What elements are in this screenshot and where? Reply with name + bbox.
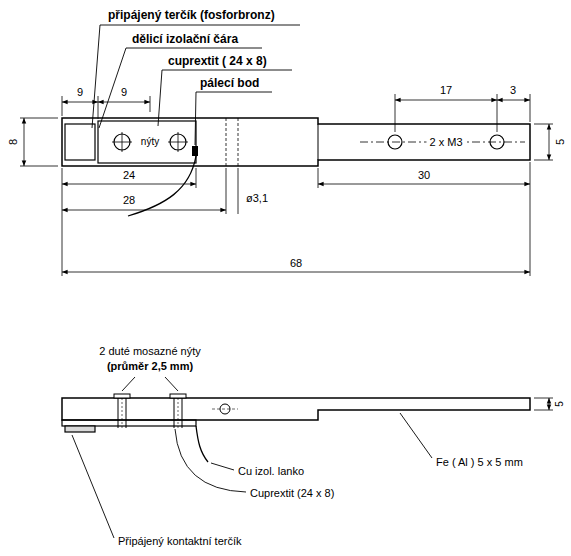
part-label: Fe ( Al ) 5 x 5 mm [436,456,523,469]
dimension-lines [24,118,25,166]
part-label: dělicí izolační čára [132,33,238,47]
dimension-lines [98,102,150,103]
side-view [549,398,550,410]
dimension-lines [318,184,530,185]
leader-lines [158,70,162,126]
side-view [534,410,553,411]
part-label: pálecí bod [200,77,259,91]
dimension-value: 9 [121,86,127,99]
leader-lines [195,92,196,145]
leader-lines [196,92,272,93]
dimension-lines [530,162,531,276]
leader-lines [100,25,300,26]
leader-lines [72,435,114,538]
side-view [196,426,208,462]
dimension-value: 9 [77,86,83,99]
leader-lines [92,25,100,128]
dimension-lines [62,102,98,103]
dimension-lines [62,210,226,211]
dimension-lines [20,118,58,119]
side-view [62,394,553,462]
dimension-value: 24 [123,169,135,182]
dimension-value: 28 [123,194,135,207]
top-view [62,118,530,166]
leader-lines [92,25,300,145]
part-label: Cuprextit (24 x 8) [250,487,334,500]
top-view [192,146,198,156]
part-label: připájený terčík (fosforbronz) [108,9,275,23]
dimension-lines [226,168,227,214]
dimension-lines [534,124,553,125]
dimension-lines [20,94,553,276]
side-view [118,398,119,428]
dimension-lines [150,96,151,112]
part-label: 2 duté mosazné nýty [99,345,201,358]
dimension-lines [62,184,196,185]
dimension-value: 3 [510,84,516,97]
side-view [65,426,95,432]
top-view [98,121,196,163]
dimension-value: 17 [440,84,452,97]
part-label: Připájený kontaktní terčík [118,535,242,548]
leader-lines [126,48,262,49]
dimension-lines [62,96,63,116]
leader-lines [400,413,432,458]
leader-lines [122,377,135,391]
dimension-lines [20,166,58,167]
top-view [122,132,123,152]
dimension-lines [534,160,553,161]
dimension-lines [98,96,99,119]
top-view [226,118,227,166]
dimension-lines [318,168,319,188]
dimension-lines [238,168,239,214]
part-label: Cu izol. lanko [238,465,304,478]
top-view [318,124,319,160]
leader-lines [211,463,234,470]
dimension-lines [196,168,197,188]
dimension-value: 8 [7,139,20,145]
dimension-lines [549,124,550,160]
part-label: cuprextit ( 24 x 8) [168,55,267,69]
part-label: nýty [141,136,159,148]
top-view [62,118,530,216]
dimension-lines [497,100,530,101]
top-view [128,156,196,216]
top-view [238,118,239,166]
dimension-value: ø3,1 [246,192,268,205]
side-view [174,398,175,428]
part-label: (průměr 2,5 mm) [107,360,193,373]
dimension-lines [62,272,530,273]
dimension-value: 5 [554,139,567,145]
side-view [178,398,179,428]
thread-label: 2 x M3 [426,136,465,149]
leader-lines [72,377,432,538]
dimension-value: 30 [418,169,430,182]
dimension-value: 68 [290,257,302,270]
side-view [534,398,553,399]
side-view [122,398,123,428]
dimension-lines [395,100,497,101]
side-view [114,394,130,398]
side-view [126,398,127,428]
leader-lines [165,377,178,391]
top-view [178,132,179,152]
dimension-lines [530,94,531,122]
side-view [212,409,238,410]
side-view [62,420,196,426]
top-view [65,124,95,160]
side-view [62,398,530,420]
side-view [182,398,183,428]
dimension-value: 5 [554,401,566,407]
side-view [170,394,186,398]
leader-lines [175,429,246,492]
leader-lines [162,70,292,71]
